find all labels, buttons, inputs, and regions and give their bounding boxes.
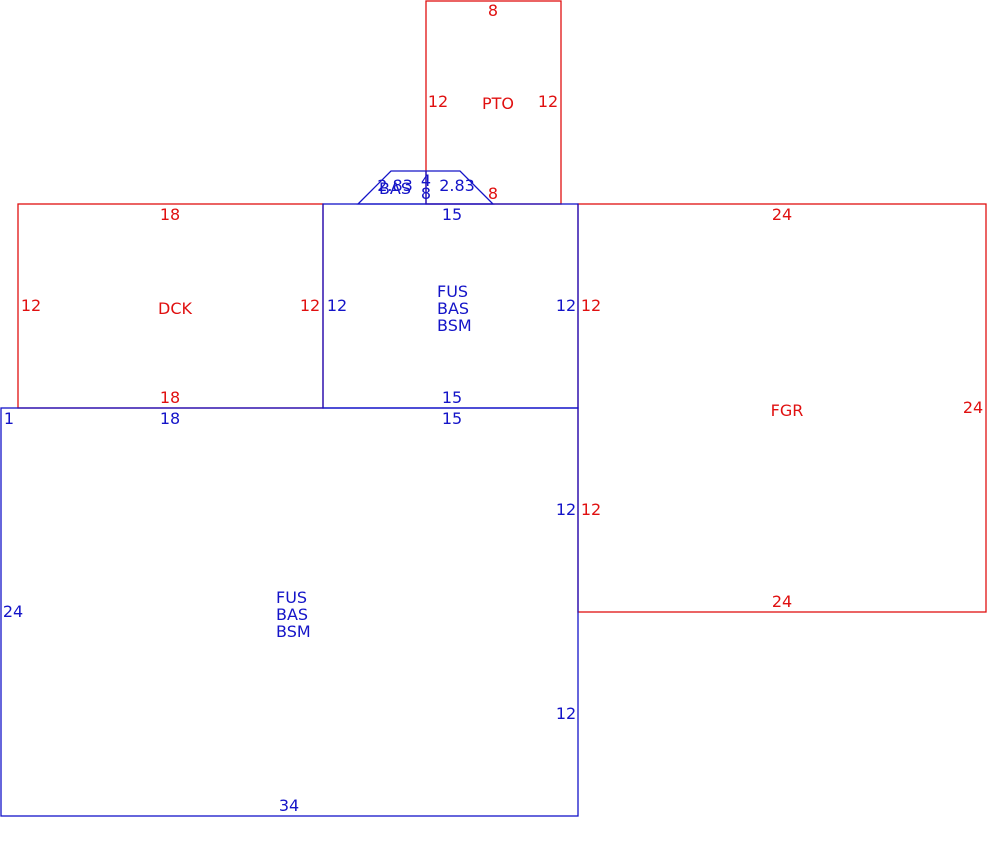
pto-left-dimension: 12 [428,92,448,111]
bay-label: BAS [379,179,411,198]
fgr-right-dimension: 24 [963,398,983,417]
pto-label: PTO [482,94,514,113]
bay-base-dimension: 8 [421,184,431,203]
upper-living-label-3: BSM [437,316,472,335]
dck-left-dimension: 12 [21,296,41,315]
main-living-label-1: FUS [276,588,307,607]
main-living-right-upper-dimension: 12 [556,500,576,519]
upper-living-label-1: FUS [437,282,468,301]
main-living-top-right-dimension: 15 [442,409,462,428]
dck-top-dimension: 18 [160,205,180,224]
upper-living-top-dimension: 15 [442,205,462,224]
pto-right-dimension: 12 [538,92,558,111]
main-living-right-lower-dimension: 12 [556,704,576,723]
main-living-outline [0,407,579,817]
fgr-top-dimension: 24 [772,205,792,224]
upper-living-label-2: BAS [437,299,469,318]
main-living-top-left-dimension: 1 [4,409,14,428]
main-living-left-dimension: 24 [3,602,23,621]
bay-right-side-dimension: 2.83 [439,176,475,195]
main-living-label-2: BAS [276,605,308,624]
pto-top-dimension: 8 [488,1,498,20]
fgr-lower-left-dimension: 12 [581,500,601,519]
pto-bottom-dimension: 8 [488,184,498,203]
fgr-upper-left-dimension: 12 [581,296,601,315]
main-living-label-3: BSM [276,622,311,641]
main-living-top-mid-dimension: 18 [160,409,180,428]
fgr-label: FGR [771,401,804,420]
fgr-bottom-dimension: 24 [772,592,792,611]
dck-label: DCK [158,299,192,318]
dck-bottom-dimension: 18 [160,388,180,407]
upper-living-bottom-dimension: 15 [442,388,462,407]
upper-living-left-dimension: 12 [327,296,347,315]
bay-top-dimension: 4 [421,171,431,190]
upper-living-right-dimension: 12 [556,296,576,315]
main-living-bottom-dimension: 34 [279,796,299,815]
dck-right-dimension: 12 [300,296,320,315]
bay-left-side-dimension: 2.83 [377,176,413,195]
